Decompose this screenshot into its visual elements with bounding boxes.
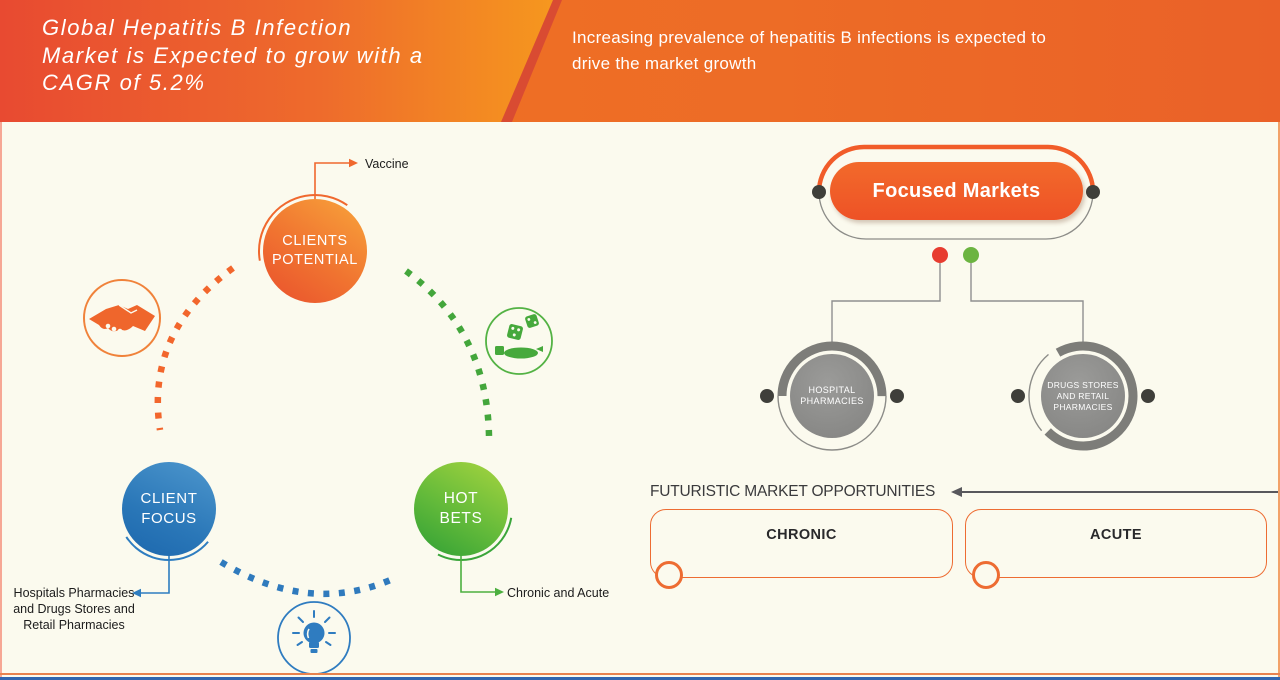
opportunities-arrow: [951, 487, 1278, 497]
vaccine-callout: Vaccine: [365, 157, 409, 171]
lightbulb-icon: [277, 601, 351, 675]
header-right-panel: [512, 0, 1280, 122]
dotted-arc-green: [404, 268, 493, 437]
connector-drugstores: [970, 263, 1084, 346]
hot-bets-label: HOT BETS: [439, 490, 483, 527]
opportunities-heading: FUTURISTIC MARKET OPPORTUNITIES: [650, 483, 936, 500]
arrowhead-left-icon: [951, 487, 962, 497]
red-branch-dot: [932, 247, 948, 263]
page-title: Global Hepatitis B Infection Market is E…: [42, 15, 424, 95]
handshake-icon: [83, 279, 161, 357]
client-focus-bubble: CLIENT FOCUS: [122, 462, 216, 556]
pill-side-dot: [812, 185, 826, 199]
client-focus-callout: Hospitals Pharmacies and Drugs Stores an…: [13, 586, 135, 632]
arrowhead-right-icon: [349, 158, 358, 168]
frame-border-bottom: [0, 673, 1280, 675]
acute-label: ACUTE: [1090, 527, 1142, 543]
frame-border-left: [0, 122, 2, 680]
connector-hospital: [831, 263, 941, 346]
client-focus-label: CLIENT FOCUS: [140, 490, 198, 527]
pill-side-dot: [1086, 185, 1100, 199]
header-banner: Global Hepatitis B Infection Market is E…: [0, 0, 1280, 122]
clients-potential-label: CLIENTS POTENTIAL: [272, 233, 358, 268]
focused-markets-label: Focused Markets: [872, 179, 1041, 202]
dice-hand-icon: [485, 307, 553, 375]
green-branch-dot: [963, 247, 979, 263]
header-subtitle: Increasing prevalence of hepatitis B inf…: [572, 28, 1047, 73]
chronic-ring-marker: [655, 561, 683, 589]
dotted-arc-blue: [219, 559, 399, 598]
frame-border-right: [1278, 122, 1280, 680]
dotted-arc-orange: [154, 265, 235, 431]
acute-box: ACUTE: [965, 509, 1267, 589]
drugstores-retail-label: DRUGS STORES AND RETAIL PHARMACIES: [1047, 379, 1119, 412]
chronic-box: CHRONIC: [650, 509, 953, 589]
hospital-pharmacies-node: HOSPITAL PHARMACIES: [790, 354, 874, 438]
hospital-pharmacies-label: HOSPITAL PHARMACIES: [800, 384, 864, 407]
acute-ring-marker: [972, 561, 1000, 589]
hot-bets-callout: Chronic and Acute: [507, 586, 610, 600]
vaccine-connector: [314, 158, 358, 199]
client-focus-connector: [132, 556, 170, 598]
hot-bets-bubble: HOT BETS: [414, 462, 508, 556]
footer-blue-strip: [0, 677, 1280, 680]
clients-potential-bubble: CLIENTS POTENTIAL: [263, 199, 367, 303]
arrowhead-right-icon: [495, 587, 504, 597]
drugstores-retail-node: DRUGS STORES AND RETAIL PHARMACIES: [1041, 354, 1125, 438]
chronic-label: CHRONIC: [766, 527, 837, 543]
focused-markets-pill: Focused Markets: [830, 162, 1083, 220]
hot-bets-connector: [460, 556, 504, 597]
